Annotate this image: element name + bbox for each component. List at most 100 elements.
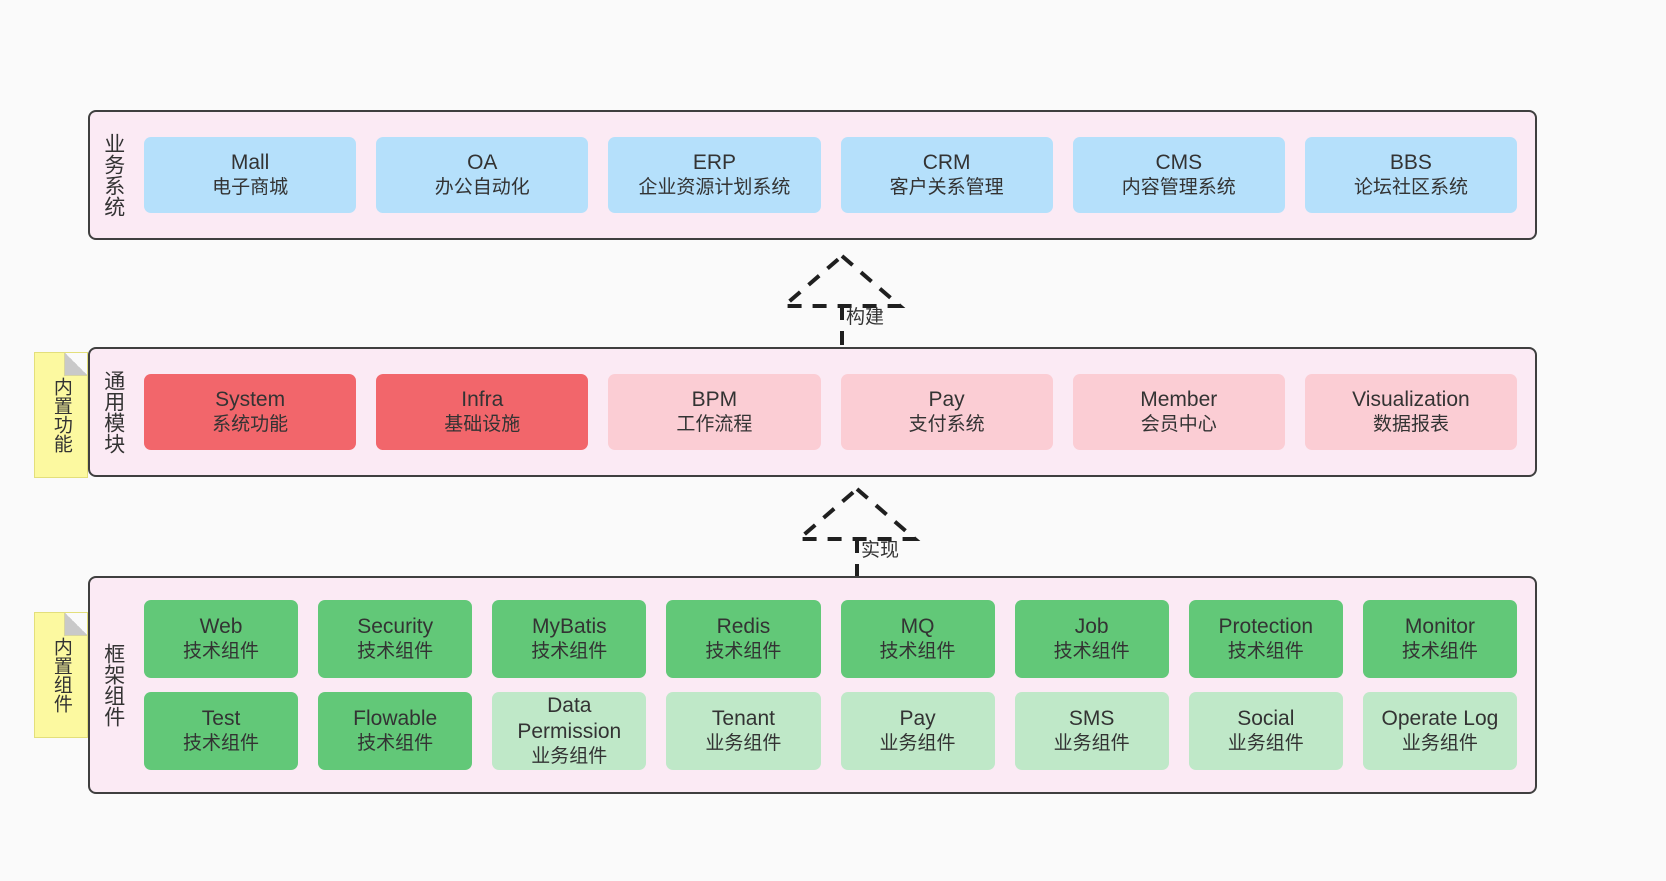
card-crm[interactable]: CRM 客户关系管理: [840, 137, 1053, 213]
card-subtitle: 支付系统: [908, 414, 985, 436]
card-mall[interactable]: Mall 电子商城: [144, 137, 357, 213]
card-operate-log[interactable]: Operate Log 业务组件: [1362, 692, 1517, 770]
card-title: BBS: [1389, 150, 1432, 174]
card-security[interactable]: Security 技术组件: [318, 600, 473, 678]
card-row: Web 技术组件 Security 技术组件 MyBatis 技术组件 Redi…: [144, 600, 1517, 678]
card-title: Security: [357, 614, 434, 638]
card-title: Test: [201, 706, 241, 730]
card-flowable[interactable]: Flowable 技术组件: [318, 692, 473, 770]
card-title: Web: [199, 614, 243, 638]
card-bbs[interactable]: BBS 论坛社区系统: [1304, 137, 1518, 213]
card-title: Data Permission: [517, 693, 622, 744]
card-protection[interactable]: Protection 技术组件: [1188, 600, 1343, 678]
card-subtitle: 技术组件: [705, 641, 782, 663]
connector-label: 实现: [861, 540, 900, 561]
card-visualization[interactable]: Visualization 数据报表: [1304, 374, 1518, 450]
generalization-triangle-icon: [778, 253, 906, 308]
card-subtitle: 办公自动化: [434, 177, 530, 199]
generalization-triangle-icon: [793, 486, 921, 541]
card-subtitle: 业务组件: [1401, 733, 1478, 755]
card-mybatis[interactable]: MyBatis 技术组件: [492, 600, 647, 678]
card-subtitle: 技术组件: [357, 641, 434, 663]
connector-build: 构建: [742, 250, 942, 360]
card-title: Job: [1074, 614, 1109, 638]
layer-panel-common-module: 通用模块 System 系统功能 Infra 基础设施 BPM 工作流程 Pay…: [88, 347, 1537, 477]
card-title: System: [215, 387, 286, 411]
card-title: BPM: [691, 387, 738, 411]
card-title: CMS: [1155, 150, 1203, 174]
card-title: Member: [1140, 387, 1218, 411]
card-subtitle: 业务组件: [531, 746, 608, 768]
connector-label: 构建: [846, 307, 885, 328]
card-subtitle: 技术组件: [531, 641, 608, 663]
layer-body-common-module: System 系统功能 Infra 基础设施 BPM 工作流程 Pay 支付系统…: [136, 349, 1535, 475]
card-subtitle: 技术组件: [1227, 641, 1304, 663]
card-title: Monitor: [1404, 614, 1475, 638]
card-pay[interactable]: Pay 支付系统: [840, 374, 1053, 450]
card-subtitle: 工作流程: [676, 414, 753, 436]
card-web[interactable]: Web 技术组件: [144, 600, 299, 678]
card-row: Test 技术组件 Flowable 技术组件 Data Permission …: [144, 692, 1517, 770]
card-erp[interactable]: ERP 企业资源计划系统: [608, 137, 821, 213]
card-title: MyBatis: [531, 614, 607, 638]
card-title: Flowable: [353, 706, 438, 730]
card-title: Redis: [716, 614, 771, 638]
card-cms[interactable]: CMS 内容管理系统: [1072, 137, 1285, 213]
card-title: Pay: [928, 387, 965, 411]
card-bpm[interactable]: BPM 工作流程: [608, 374, 821, 450]
card-oa[interactable]: OA 办公自动化: [376, 137, 589, 213]
card-system[interactable]: System 系统功能: [144, 374, 357, 450]
card-row: Mall 电子商城 OA 办公自动化 ERP 企业资源计划系统 CRM 客户关系…: [144, 137, 1518, 213]
card-title: Pay: [899, 706, 936, 730]
card-title: SMS: [1068, 706, 1115, 730]
card-title: OA: [467, 150, 498, 174]
card-subtitle: 系统功能: [212, 414, 289, 436]
card-member[interactable]: Member 会员中心: [1072, 374, 1285, 450]
card-monitor[interactable]: Monitor 技术组件: [1362, 600, 1517, 678]
note-builtin-component: 内置组件: [34, 612, 88, 738]
card-title: Mall: [230, 150, 270, 174]
card-subtitle: 电子商城: [212, 177, 289, 199]
card-mq[interactable]: MQ 技术组件: [840, 600, 995, 678]
card-subtitle: 论坛社区系统: [1353, 177, 1468, 199]
card-subtitle: 技术组件: [183, 733, 260, 755]
layer-title-business-system: 业务系统: [101, 133, 125, 217]
card-subtitle: 业务组件: [1053, 733, 1130, 755]
card-subtitle: 业务组件: [1227, 733, 1304, 755]
card-title: Tenant: [711, 706, 775, 730]
layer-title-framework-component: 框架组件: [101, 643, 125, 727]
card-test[interactable]: Test 技术组件: [144, 692, 299, 770]
card-subtitle: 数据报表: [1372, 414, 1449, 436]
card-title: MQ: [900, 614, 935, 638]
card-subtitle: 技术组件: [1053, 641, 1130, 663]
card-subtitle: 客户关系管理: [889, 177, 1004, 199]
layer-panel-business-system: 业务系统 Mall 电子商城 OA 办公自动化 ERP 企业资源计划系统 CRM…: [88, 110, 1537, 240]
card-social[interactable]: Social 业务组件: [1188, 692, 1343, 770]
card-subtitle: 业务组件: [879, 733, 956, 755]
card-row: System 系统功能 Infra 基础设施 BPM 工作流程 Pay 支付系统…: [144, 374, 1518, 450]
card-job[interactable]: Job 技术组件: [1014, 600, 1169, 678]
note-builtin-function: 内置功能: [34, 352, 88, 478]
card-subtitle: 业务组件: [705, 733, 782, 755]
card-infra[interactable]: Infra 基础设施: [376, 374, 589, 450]
card-redis[interactable]: Redis 技术组件: [666, 600, 821, 678]
card-title: ERP: [692, 150, 737, 174]
card-title: Protection: [1218, 614, 1314, 638]
card-pay-business[interactable]: Pay 业务组件: [840, 692, 995, 770]
card-title: CRM: [922, 150, 971, 174]
card-title: Social: [1237, 706, 1295, 730]
card-subtitle: 内容管理系统: [1121, 177, 1236, 199]
card-title: Visualization: [1352, 387, 1470, 411]
card-title: Infra: [461, 387, 504, 411]
card-sms[interactable]: SMS 业务组件: [1014, 692, 1169, 770]
card-tenant[interactable]: Tenant 业务组件: [666, 692, 821, 770]
card-subtitle: 技术组件: [183, 641, 260, 663]
card-data-permission[interactable]: Data Permission 业务组件: [492, 692, 647, 770]
layer-title-common-module: 通用模块: [101, 370, 125, 454]
card-title: Operate Log: [1381, 706, 1499, 730]
card-subtitle: 技术组件: [357, 733, 434, 755]
layer-panel-framework-component: 框架组件 Web 技术组件 Security 技术组件 MyBatis 技术组件…: [88, 576, 1537, 794]
card-subtitle: 技术组件: [1401, 641, 1478, 663]
card-subtitle: 企业资源计划系统: [638, 177, 791, 199]
